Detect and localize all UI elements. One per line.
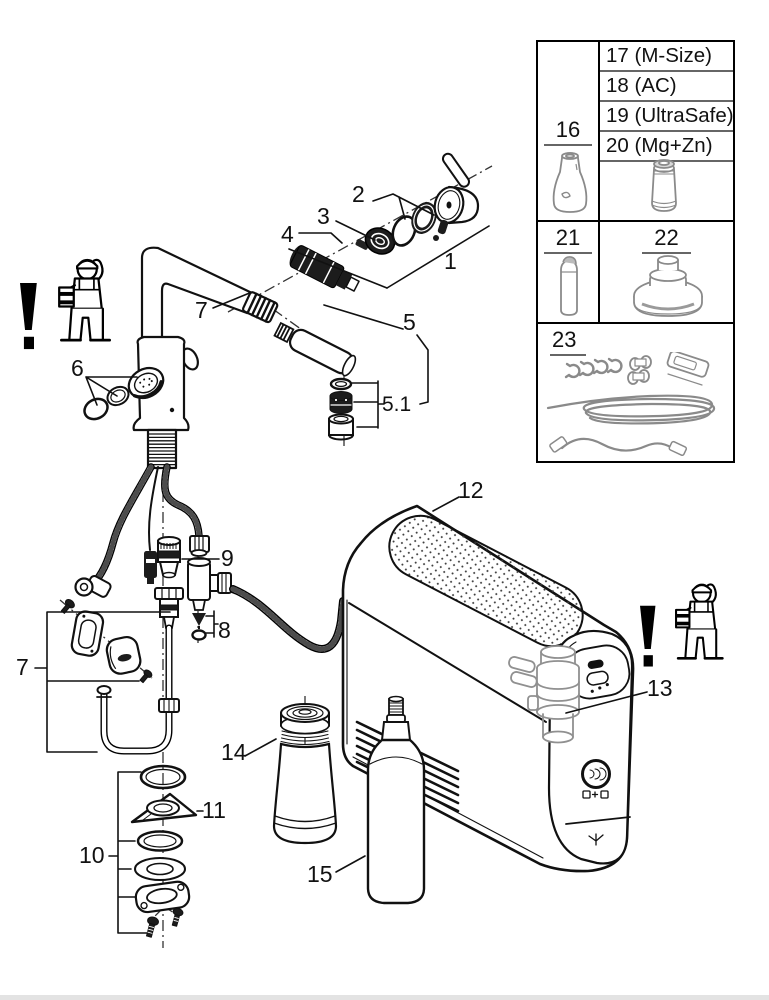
cooler-supply-hose (229, 585, 347, 653)
filter-variant-18: 18 (AC) (600, 72, 733, 102)
table-row-2: 21 22 (538, 220, 733, 322)
cell-part-23: 23 (538, 324, 733, 461)
filtered-water-tube (96, 624, 180, 755)
filter-head-13 (508, 645, 580, 744)
glass-carafe-icon (552, 152, 588, 213)
mounting-bracket-7 (60, 599, 153, 684)
co2-bottle-15 (366, 695, 426, 905)
callout-5: 5 (403, 309, 416, 335)
solenoid-plug (144, 551, 157, 584)
warning-installer-icon-left (18, 258, 111, 351)
callout-2: 2 (352, 181, 365, 207)
handle-exploded-parts (289, 152, 480, 292)
callout-11: 11 (202, 797, 226, 823)
part-16-label: 16 (543, 117, 593, 147)
check-valve (154, 587, 184, 629)
callout-6: 6 (71, 355, 84, 381)
part-22-label: 22 (642, 225, 691, 255)
callout-10: 10 (79, 842, 105, 868)
filter-variant-17: 17 (M-Size) (600, 42, 733, 72)
hose-kit-icon (546, 352, 716, 457)
faucet-body (132, 246, 279, 470)
callout-1: 1 (444, 248, 457, 274)
spare-parts-table: 16 17 (M-Size) 18 (AC) 19 (UltraSafe) 20… (536, 40, 735, 463)
aerator-parts (83, 366, 165, 421)
cell-part-22: 22 (600, 222, 733, 322)
cell-part-21: 21 (538, 222, 600, 322)
callout-4: 4 (281, 221, 294, 247)
cell-part-16: 16 (538, 42, 600, 220)
table-row-1: 16 17 (M-Size) 18 (AC) 19 (UltraSafe) 20… (538, 42, 733, 220)
filter-adapter-icon (633, 255, 703, 317)
spout-tube-part5 (273, 321, 357, 377)
callout-13: 13 (647, 675, 673, 701)
callout-5-1: 5.1 (382, 393, 412, 416)
callout-14: 14 (221, 739, 247, 765)
mounting-stack (130, 764, 198, 938)
callout-7-bracket: 7 (16, 654, 29, 680)
callout-9: 9 (221, 545, 234, 571)
connection-hoses (89, 463, 203, 588)
callout-12: 12 (458, 477, 484, 503)
warning-installer-icon-right (638, 583, 724, 668)
callout-3: 3 (317, 203, 330, 229)
co2-bottle-icon (560, 256, 578, 316)
callout-8: 8 (218, 617, 231, 643)
filter-cartridge-14 (272, 703, 338, 845)
filter-variant-19: 19 (UltraSafe) (600, 102, 733, 132)
page-footer-strip (0, 995, 769, 1000)
callout-7-spout: 7 (195, 297, 208, 323)
filter-cartridge-icon (651, 159, 677, 212)
hose-end-fitting (74, 575, 112, 598)
mousseur-parts-5-1 (328, 377, 354, 441)
t-fitting-8 (187, 557, 232, 641)
cell-filter-variants: 17 (M-Size) 18 (AC) 19 (UltraSafe) 20 (M… (600, 42, 733, 220)
part-23-label: 23 (550, 327, 587, 357)
quick-coupling-9 (157, 536, 181, 579)
callout-15: 15 (307, 861, 333, 887)
part-21-label: 21 (543, 225, 593, 255)
hose-nut (189, 535, 210, 557)
table-row-3: 23 (538, 322, 733, 461)
leader-lines (34, 193, 648, 934)
